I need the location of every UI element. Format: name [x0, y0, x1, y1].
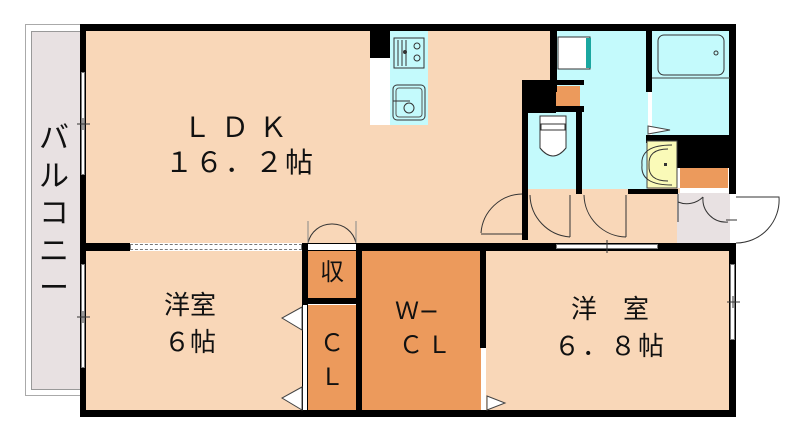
washbasin-icon: [641, 140, 678, 189]
wall-wash-left: [550, 24, 557, 92]
outer-wall-top: [80, 24, 736, 31]
closet-label-line2: Ｌ: [320, 363, 344, 391]
sliding-door-ldk-room1[interactable]: [130, 244, 302, 250]
door-opening-storage: [308, 244, 356, 250]
storage-label: 収: [320, 258, 344, 286]
western-room-2: [486, 251, 730, 411]
closet-label-line1: Ｃ: [320, 329, 344, 357]
ldk-size: １６．２帖: [164, 146, 315, 179]
wall-wcl-right: [480, 243, 486, 348]
walk-in-closet-room: [362, 251, 482, 411]
wcl-label-line2: ＣＬ: [399, 331, 455, 359]
ldk-name: ＬＤＫ: [182, 111, 297, 144]
room2-door-icon: [486, 395, 507, 411]
closet-room: [306, 305, 358, 411]
door-opening-wcl: [481, 348, 486, 410]
washing-machine-icon: [557, 36, 591, 70]
wall-toilet-left: [522, 80, 528, 240]
storage-small-1: [556, 86, 580, 108]
western-room-2-size: ６．８帖: [553, 332, 666, 362]
balcony-label: バルコニー: [39, 121, 69, 306]
wall-storage-mid: [302, 298, 362, 304]
western-room-1-size: ６帖: [163, 328, 216, 358]
wall-closet-right: [356, 243, 362, 411]
wall-bath-left: [646, 24, 652, 92]
western-room-1: [86, 251, 304, 411]
outer-wall-left: [80, 24, 86, 417]
toilet-icon: [539, 115, 567, 157]
outer-wall-right-upper: [729, 24, 736, 194]
wcl-label-line1: Ｗ−: [394, 297, 440, 325]
wall-toilet-top: [556, 80, 584, 85]
wall-ldk-bottom-2: [302, 243, 736, 251]
ldk-room: [86, 31, 551, 243]
shoe-cabinet: [680, 168, 728, 188]
wall-ldk-bottom: [80, 243, 130, 251]
bath-door-icon: [647, 125, 671, 135]
door-opening-closet: [303, 305, 307, 410]
wall-wash-bottom: [628, 189, 678, 194]
wall-storage-bottom: [556, 106, 584, 112]
door-swing-icons: [307, 193, 780, 244]
bathtub-icon: [652, 34, 730, 79]
western-room-1-name: 洋室: [163, 291, 216, 321]
western-room-2-name: 洋 室: [570, 295, 649, 325]
entrance: [677, 193, 730, 244]
storage-room: [306, 251, 358, 299]
kitchen-wall-panel: [370, 58, 390, 125]
outer-wall-bottom: [80, 410, 736, 417]
balcony: [31, 31, 81, 390]
kitchen-stove-icon: [393, 37, 425, 69]
window-tick-icons: [77, 118, 740, 323]
kitchen-sink-icon: [392, 84, 426, 121]
closet-door-icon-2: [280, 386, 303, 411]
wall-toilet-right: [576, 108, 582, 194]
closet-door-icon-1: [280, 306, 303, 331]
wall-bath-block: [677, 135, 736, 168]
hallway: [525, 188, 680, 244]
wall-kitchen-top: [370, 31, 390, 58]
